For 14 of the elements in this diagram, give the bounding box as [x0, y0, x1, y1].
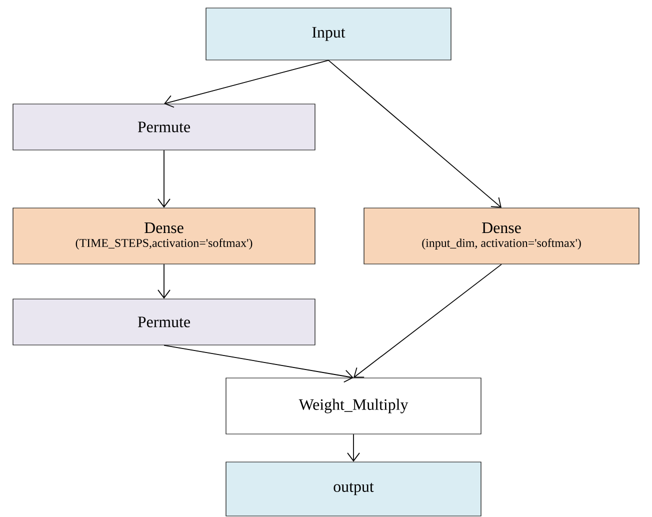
- layer-box: Weight_Multiply: [226, 378, 482, 434]
- arrow: [164, 60, 329, 108]
- arrow: [158, 150, 170, 208]
- layer-box: Permute: [12, 298, 316, 346]
- layer-box: Dense (TIME_STEPS,activation='softmax'): [12, 208, 316, 264]
- arrow: [354, 264, 502, 378]
- input-box: Input: [206, 8, 452, 60]
- arrow: [347, 434, 360, 462]
- layer-box: Permute: [12, 104, 316, 150]
- output-box: output: [226, 462, 482, 516]
- arrow: [328, 60, 502, 208]
- arrow: [164, 344, 354, 383]
- layer-box: Dense (input_dim, activation='softmax'): [364, 208, 640, 264]
- arrow: [158, 264, 170, 299]
